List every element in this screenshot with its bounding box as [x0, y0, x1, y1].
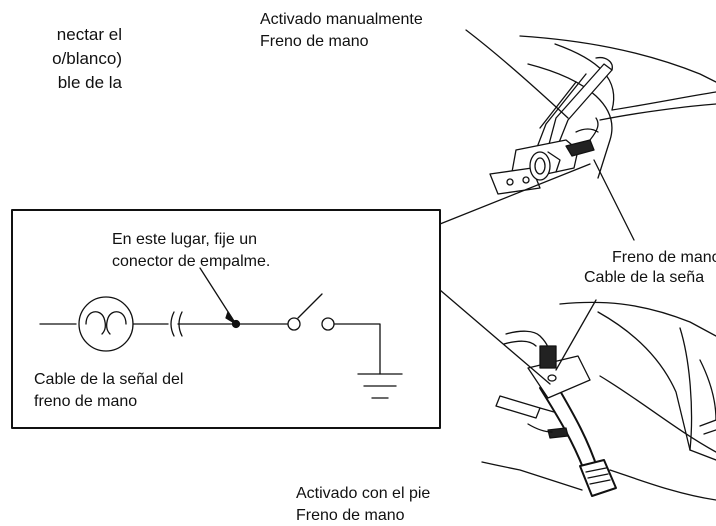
label-leader-lines: [465, 29, 635, 491]
manual-brake-label-line2: Freno de mano: [260, 33, 369, 50]
intro-line-1: nectar el: [56, 25, 122, 44]
intro-line-2: o/blanco): [52, 49, 122, 68]
signal-cable-label-line1: Freno de mano: [612, 249, 716, 266]
manual-brake-label-line1: Activado manualmente: [260, 11, 423, 28]
connector-note-line2: conector de empalme.: [112, 253, 271, 270]
hand-brake-illustration: [489, 35, 716, 195]
schematic-inset: [11, 209, 441, 429]
foot-brake-illustration: [495, 301, 716, 501]
connector-note-line1: En este lugar, fije un: [112, 231, 257, 248]
foot-brake-label-line1: Activado con el pie: [296, 485, 431, 502]
callout-lines: [439, 163, 591, 385]
signal-cable-inset-line2: freno de mano: [34, 393, 138, 410]
intro-text-fragment: nectar el o/blanco) ble de la: [0, 24, 132, 120]
signal-cable-label-line2: Cable de la seña: [584, 269, 705, 286]
intro-line-3: ble de la: [57, 73, 122, 92]
signal-cable-inset-line1: Cable de la señal del: [34, 371, 184, 388]
foot-brake-label-line2: Freno de mano: [296, 507, 405, 524]
